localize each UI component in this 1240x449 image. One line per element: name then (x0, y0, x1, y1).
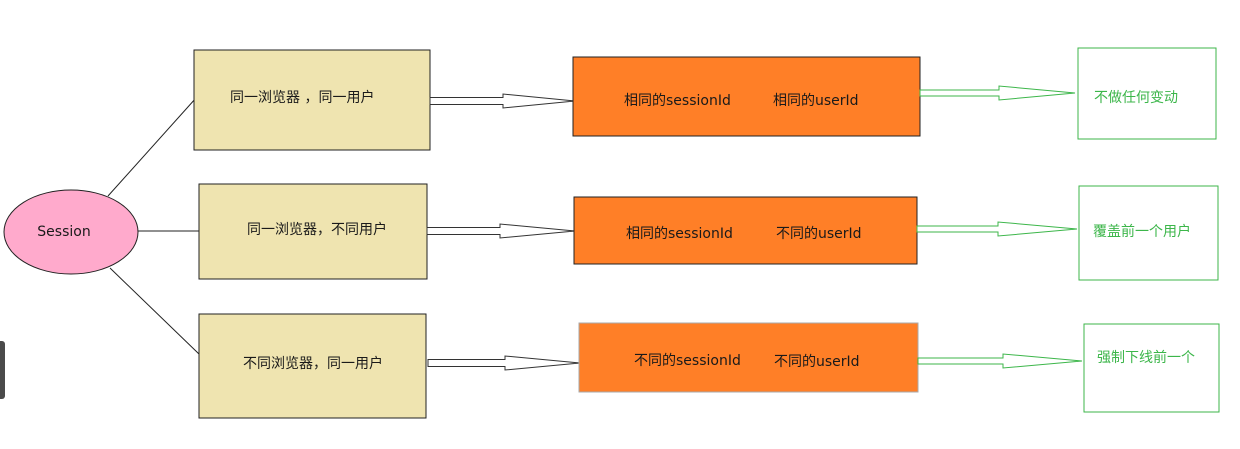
session-state-row-3: 不同的sessionId (634, 353, 741, 369)
window-edge-tab (0, 341, 5, 399)
arrow-state-to-result-row-1 (919, 85, 1076, 101)
condition-label-row-2: 同一浏览器，不同用户 (247, 221, 387, 238)
connector-row-3 (109, 267, 200, 355)
state-box-row-3 (578, 322, 919, 393)
user-state-row-3: 不同的userId (774, 354, 860, 370)
result-box-row-3 (1083, 323, 1220, 413)
session-connectors (107, 97, 200, 355)
row-1: 同一浏览器 ，同一用户 相同的sessionId 相同的userId 不做任何变… (193, 47, 1217, 151)
result-label-row-3: 强制下线前一个 (1097, 349, 1195, 366)
result-label-row-2: 覆盖前一个用户 (1093, 223, 1191, 240)
result-label-row-1: 不做任何变动 (1094, 90, 1178, 106)
row-2: 同一浏览器，不同用户 相同的sessionId 不同的userId 覆盖前一个用… (198, 183, 1219, 281)
session-state-row-1: 相同的sessionId (624, 93, 731, 109)
user-state-row-2: 不同的userId (776, 226, 862, 242)
condition-box-row-3 (198, 313, 427, 419)
session-label: Session (37, 224, 90, 240)
connector-row-1 (107, 97, 197, 197)
arrow-condition-to-state-row-2 (426, 223, 576, 239)
condition-label-row-3: 不同浏览器，同一用户 (243, 355, 383, 372)
user-state-row-1: 相同的userId (773, 93, 859, 109)
session-node: Session (3, 189, 139, 275)
arrow-state-to-result-row-2 (916, 221, 1078, 237)
row-3: 不同浏览器，同一用户 不同的sessionId 不同的userId 强制下线前一… (198, 313, 1220, 419)
state-box-row-2 (573, 196, 918, 265)
arrow-condition-to-state-row-3 (427, 355, 581, 371)
condition-label-row-1: 同一浏览器 ，同一用户 (230, 89, 374, 106)
session-state-row-2: 相同的sessionId (626, 226, 733, 242)
arrow-state-to-result-row-3 (917, 353, 1083, 369)
arrow-condition-to-state-row-1 (429, 93, 576, 109)
condition-box-row-2 (198, 183, 428, 280)
session-ellipse (3, 189, 139, 275)
result-box-row-1 (1077, 47, 1217, 140)
condition-box-row-1 (193, 49, 431, 151)
result-box-row-2 (1078, 185, 1219, 281)
